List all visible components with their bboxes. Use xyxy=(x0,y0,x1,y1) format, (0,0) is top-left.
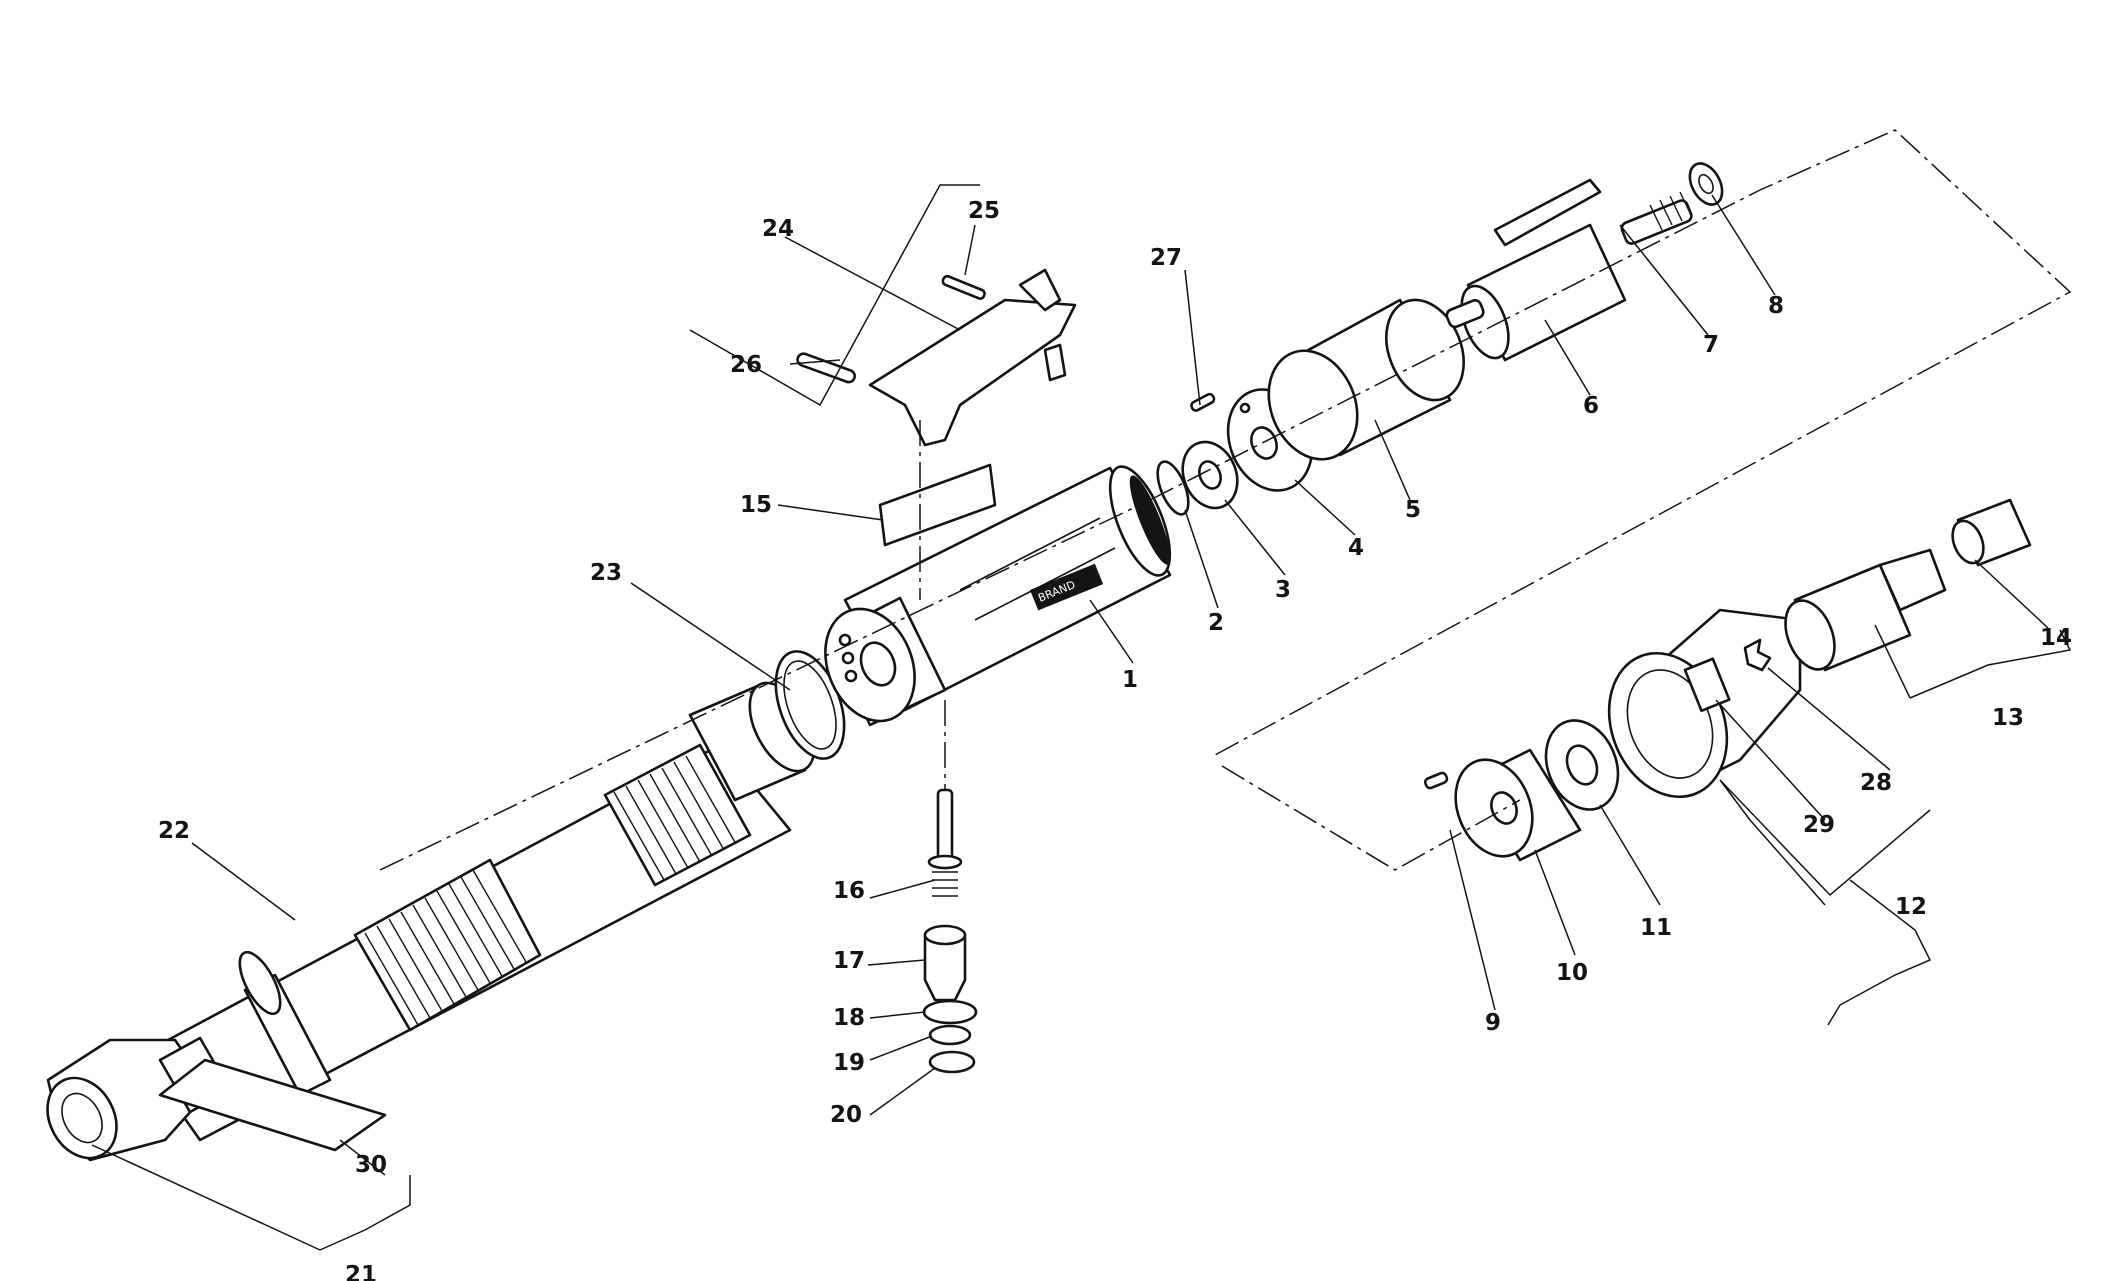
part-16-valve-stem xyxy=(927,788,963,897)
part-10-collet-nut xyxy=(1454,748,1582,862)
part-3-bearing xyxy=(1181,440,1239,510)
label-16: 16 xyxy=(833,878,865,904)
part-5-cylinder xyxy=(1267,298,1465,461)
part-6-rotor xyxy=(1445,191,1693,362)
part-7-rotor-blade xyxy=(1493,178,1602,247)
part-14-end-cap xyxy=(1951,498,2032,567)
part-11-bearing xyxy=(1544,719,1620,811)
label-29: 29 xyxy=(1803,812,1835,838)
label-7: 7 xyxy=(1703,332,1719,358)
part-18-washer xyxy=(922,999,978,1025)
label-21: 21 xyxy=(345,1262,377,1281)
label-24: 24 xyxy=(762,216,794,242)
label-12: 12 xyxy=(1895,894,1927,920)
part-27-dowel-pin xyxy=(1190,392,1216,412)
label-3: 3 xyxy=(1275,577,1291,603)
part-1-motor-housing: BRAND xyxy=(824,465,1172,727)
callout-labels: 1 2 3 4 5 6 7 8 9 10 11 12 13 14 15 16 1… xyxy=(158,198,2072,1281)
label-1: 1 xyxy=(1122,667,1138,693)
part-22-inlet-tube xyxy=(138,681,816,1142)
part-19-o-ring xyxy=(928,1024,972,1046)
label-23: 23 xyxy=(590,560,622,586)
label-2: 2 xyxy=(1208,610,1224,636)
label-20: 20 xyxy=(830,1102,862,1128)
label-10: 10 xyxy=(1556,960,1588,986)
label-18: 18 xyxy=(833,1005,865,1031)
center-line-upper xyxy=(1149,129,2072,756)
part-12-front-housing xyxy=(1607,608,1802,799)
part-17-valve-seat xyxy=(923,924,967,1002)
label-5: 5 xyxy=(1405,497,1421,523)
label-13: 13 xyxy=(1992,705,2024,731)
label-27: 27 xyxy=(1150,245,1182,271)
label-15: 15 xyxy=(740,492,772,518)
label-4: 4 xyxy=(1348,535,1364,561)
part-29-nameplate xyxy=(1683,657,1731,713)
label-28: 28 xyxy=(1860,770,1892,796)
label-26: 26 xyxy=(730,352,762,378)
label-8: 8 xyxy=(1768,293,1784,319)
center-line-main xyxy=(379,499,1151,871)
part-15-label-plate xyxy=(878,463,997,547)
part-20-retaining-ring xyxy=(928,1050,976,1074)
label-11: 11 xyxy=(1640,915,1672,941)
label-9: 9 xyxy=(1485,1010,1501,1036)
label-19: 19 xyxy=(833,1050,865,1076)
part-9-pin xyxy=(1423,771,1449,790)
part-13-collet-sleeve xyxy=(1784,548,1947,672)
part-24-throttle-lever xyxy=(868,268,1077,447)
part-8-washer xyxy=(1688,162,1724,206)
leader-lines xyxy=(91,184,2072,1251)
label-25: 25 xyxy=(968,198,1000,224)
part-30-label-tag xyxy=(158,1058,387,1152)
label-30: 30 xyxy=(355,1152,387,1178)
part-25-pin xyxy=(941,274,986,300)
label-14: 14 xyxy=(2040,625,2072,651)
label-6: 6 xyxy=(1583,393,1599,419)
part-28-arrow-decal xyxy=(1743,638,1772,672)
part-26-pin xyxy=(796,352,856,384)
label-17: 17 xyxy=(833,948,865,974)
label-22: 22 xyxy=(158,818,190,844)
center-line-lower xyxy=(1221,765,1521,871)
